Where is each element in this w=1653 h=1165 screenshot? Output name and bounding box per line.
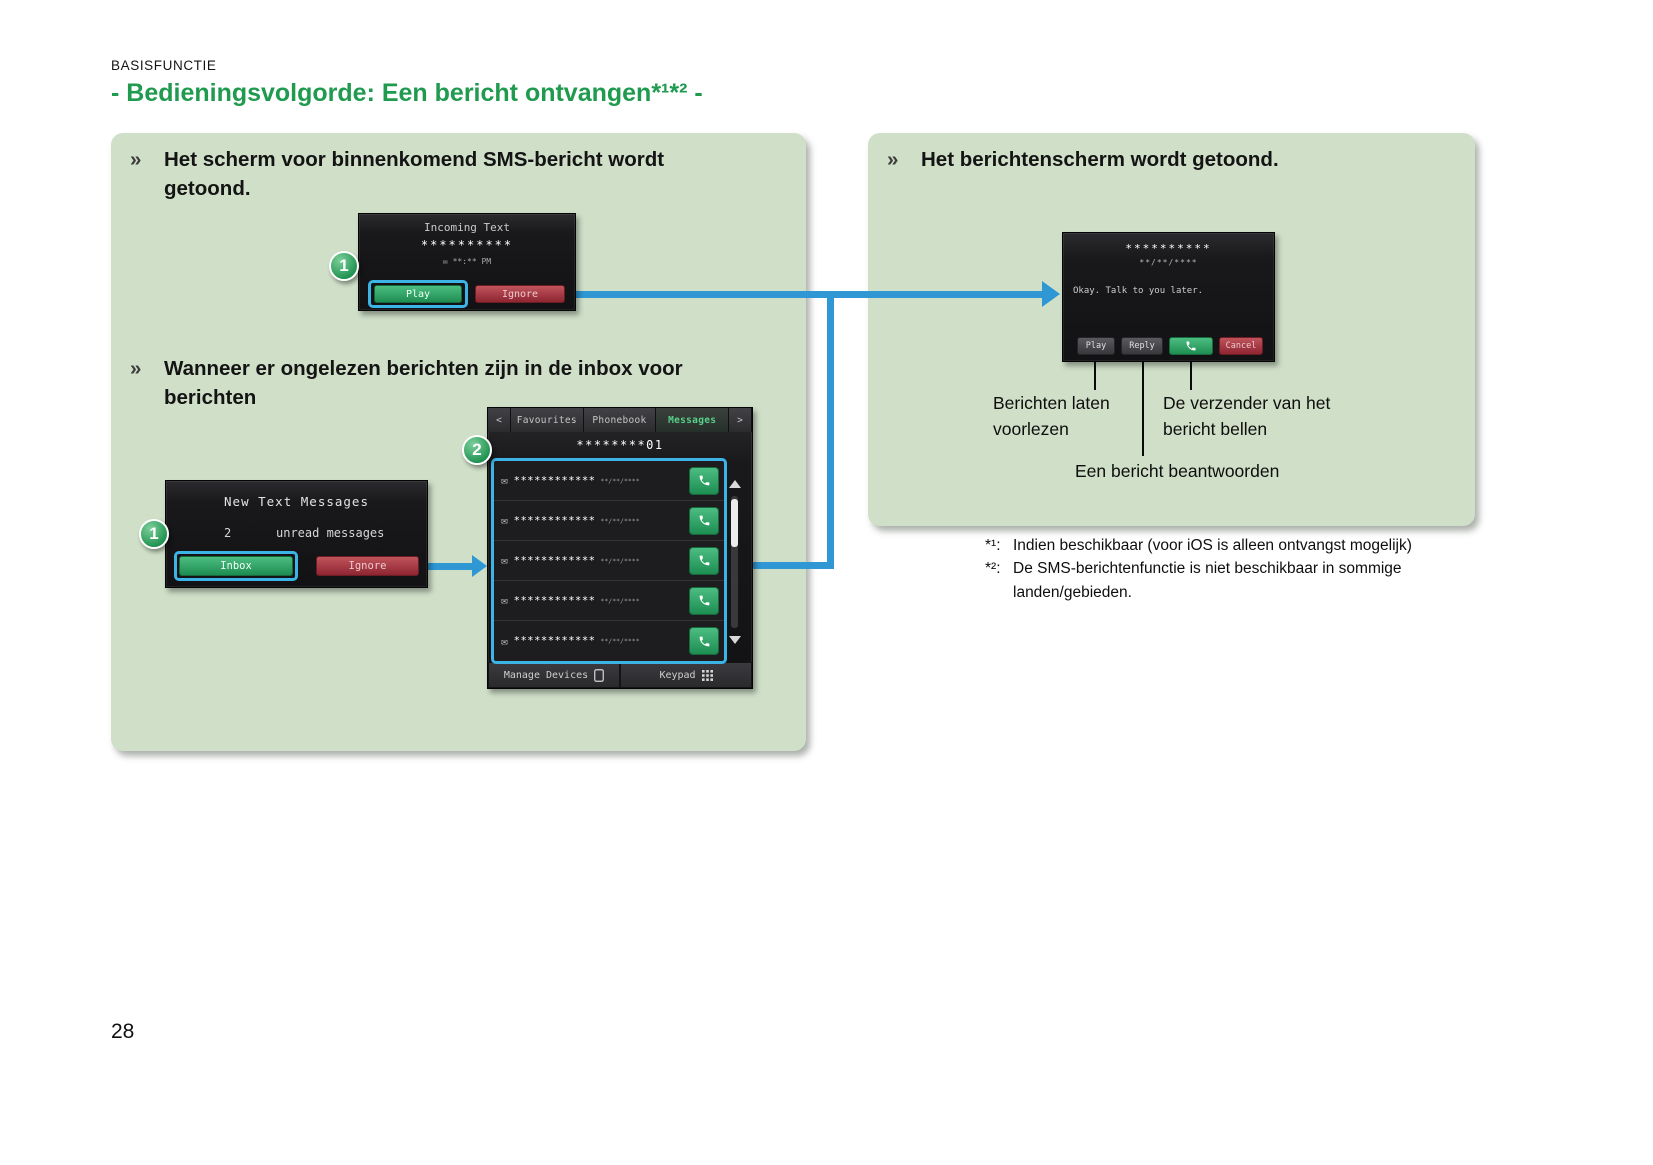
phone-icon	[1186, 341, 1196, 351]
message-list-item[interactable]: ✉ ************ **/**/****	[494, 541, 724, 581]
incoming-title: Incoming Text	[423, 221, 511, 234]
message-body: Okay. Talk to you later.	[1073, 286, 1204, 296]
callout-reply: Een bericht beantwoorden	[1075, 461, 1280, 481]
play-button-highlight	[368, 280, 468, 308]
flow-arrow-vertical	[827, 291, 834, 569]
footnote-marker: *¹:	[985, 537, 1001, 554]
message-list-item[interactable]: ✉ ************ **/**/****	[494, 461, 724, 501]
page-number: 28	[111, 1020, 135, 1043]
flow-arrow-bottom	[753, 562, 834, 569]
incoming-sender: **********	[420, 238, 514, 252]
footnote-2: *²: De SMS-berichtenfunctie is niet besc…	[985, 557, 1485, 604]
callout-call-sender: De verzender van het bericht bellen	[1163, 393, 1331, 440]
tab-messages[interactable]: Messages	[656, 408, 729, 432]
back-button[interactable]: <	[488, 408, 510, 432]
double-chevron-icon: »	[130, 357, 142, 380]
inbox-button[interactable]: Inbox	[179, 556, 293, 576]
step1-heading: »Het scherm voor binnenkomend SMS-berich…	[130, 148, 665, 200]
scrollbar-track[interactable]	[731, 496, 738, 628]
manage-devices-button[interactable]: Manage Devices	[489, 663, 619, 687]
message-icon: ✉	[501, 634, 508, 648]
unread-count: 2	[224, 526, 232, 540]
call-button[interactable]	[689, 506, 719, 535]
tab-phonebook[interactable]: Phonebook	[583, 408, 656, 432]
left-panel: »Het scherm voor binnenkomend SMS-berich…	[111, 133, 806, 751]
incoming-text-screen: Incoming Text ********** ✉ **:** PM Play…	[358, 213, 576, 311]
incoming-time: ✉ **:** PM	[359, 257, 575, 266]
result-heading: »Het berichtenscherm wordt getoond.	[885, 146, 1445, 175]
callout-line-play	[1094, 362, 1096, 390]
device-icon	[594, 668, 604, 682]
call-button[interactable]	[689, 546, 719, 575]
footnote-1: *¹: Indien beschikbaar (voor iOS is alle…	[985, 534, 1485, 557]
message-sender: **********	[1125, 242, 1212, 255]
double-chevron-icon: »	[887, 148, 899, 171]
callout-read-aloud: Berichten laten voorlezen	[993, 393, 1110, 440]
cancel-button[interactable]: Cancel	[1219, 337, 1263, 355]
envelope-icon: ✉	[442, 257, 448, 266]
call-button[interactable]	[689, 466, 719, 495]
step-number-badge: 2	[462, 435, 492, 465]
callout-line-call	[1190, 362, 1192, 390]
inbox-button-highlight	[174, 551, 298, 581]
flow-arrow-top	[572, 291, 1044, 298]
tab-bar: < Favourites Phonebook Messages >	[488, 408, 752, 432]
message-icon: ✉	[501, 474, 508, 487]
section-label: BASISFUNCTIE	[111, 58, 217, 73]
footnotes: *¹: Indien beschikbaar (voor iOS is alle…	[985, 534, 1485, 604]
messages-list-screen: < Favourites Phonebook Messages > ******…	[487, 407, 753, 689]
page-title: - Bedieningsvolgorde: Een bericht ontvan…	[111, 79, 703, 107]
keypad-button[interactable]: Keypad	[621, 663, 751, 687]
message-icon: ✉	[501, 594, 508, 607]
message-list-item[interactable]: ✉ ************ **/**/****	[494, 501, 724, 541]
bottom-bar: Manage Devices Keypad	[488, 662, 752, 688]
new-text-messages-screen: New Text Messages 2 unread messages Inbo…	[165, 480, 428, 588]
new-messages-title: New Text Messages	[224, 494, 369, 509]
message-list-highlight	[491, 458, 727, 664]
message-icon: ✉	[501, 554, 508, 567]
call-button[interactable]	[1169, 337, 1213, 355]
message-icon: ✉	[501, 514, 508, 527]
unread-label: unread messages	[276, 526, 385, 540]
keypad-grid-icon	[701, 669, 713, 681]
step-number-badge: 1	[139, 519, 169, 549]
list-title: ********01	[576, 438, 664, 452]
callout-line-reply	[1142, 362, 1144, 456]
reply-button[interactable]: Reply	[1121, 337, 1163, 355]
message-date: **/**/****	[1139, 258, 1198, 267]
ignore-button[interactable]: Ignore	[316, 556, 419, 576]
step-number-badge: 1	[329, 251, 359, 281]
step2-heading: »Wanneer er ongelezen berichten zijn in …	[130, 357, 683, 409]
incoming-time-value: **:** PM	[452, 257, 492, 266]
scroll-up-icon[interactable]	[729, 480, 741, 488]
message-detail-screen: ********** **/**/**** Okay. Talk to you …	[1062, 232, 1275, 362]
scroll-down-icon[interactable]	[729, 636, 741, 644]
right-panel: »Het berichtenscherm wordt getoond. ****…	[868, 133, 1475, 526]
scrollbar-thumb[interactable]	[731, 499, 738, 547]
message-list-item[interactable]: ✉ ************ **/**/****	[494, 581, 724, 621]
tab-favourites[interactable]: Favourites	[511, 408, 583, 432]
forward-button[interactable]: >	[729, 408, 752, 432]
call-button[interactable]	[689, 627, 719, 655]
ignore-button[interactable]: Ignore	[475, 285, 565, 303]
play-button[interactable]: Play	[1077, 337, 1115, 355]
message-list: ✉ ************ **/**/**** ✉ ************…	[494, 461, 724, 661]
arrowhead-icon	[1042, 281, 1060, 307]
flow-arrow-inbox-to-list	[426, 563, 474, 570]
arrowhead-icon	[472, 555, 487, 577]
footnote-marker: *²:	[985, 560, 1001, 578]
call-button[interactable]	[689, 586, 719, 615]
double-chevron-icon: »	[130, 148, 142, 171]
play-button[interactable]: Play	[374, 285, 462, 303]
message-list-item[interactable]: ✉ ************ **/**/****	[494, 621, 724, 661]
